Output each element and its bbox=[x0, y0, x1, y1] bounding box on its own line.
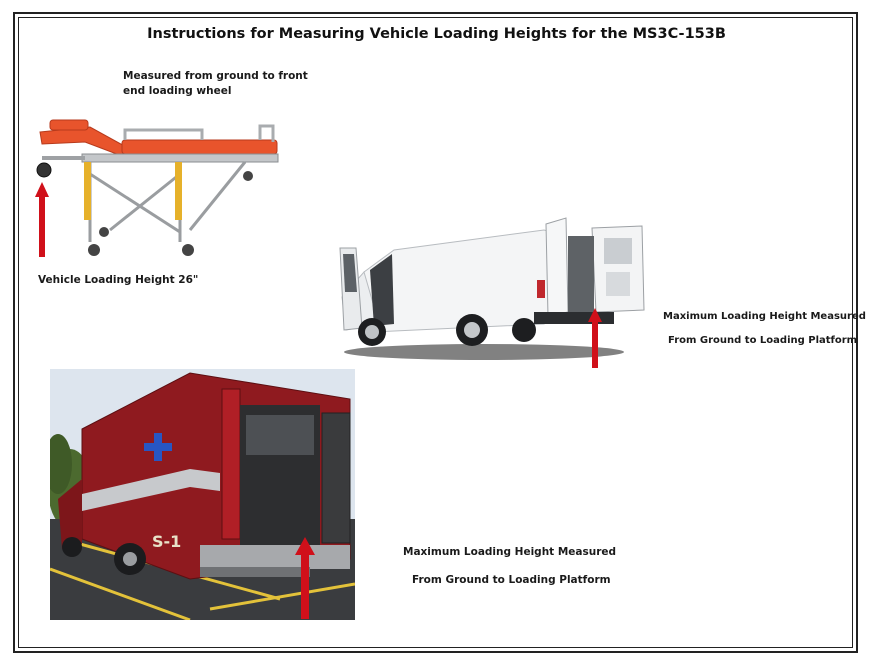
ambulance-cab bbox=[58, 479, 82, 549]
caster-wheel bbox=[243, 171, 253, 181]
van-cargo-area bbox=[568, 236, 594, 316]
front-loading-wheel bbox=[36, 162, 52, 178]
caster-wheel bbox=[88, 244, 100, 256]
van-wheel bbox=[512, 318, 536, 342]
van-tail-light bbox=[537, 280, 545, 298]
page-border-outer bbox=[13, 12, 858, 653]
ambulance-loading-height-arrow bbox=[295, 537, 315, 619]
ambulance-stripe bbox=[82, 469, 220, 511]
van-shadow bbox=[344, 344, 624, 360]
page-border-inner bbox=[18, 17, 853, 648]
unit-number: S-1 bbox=[152, 532, 181, 551]
stretcher-strap bbox=[175, 162, 182, 220]
ambulance-wheel bbox=[62, 537, 82, 557]
ambulance-image: S-1 bbox=[50, 369, 355, 620]
van-rear-door-left bbox=[545, 217, 569, 317]
ambulance-rear-door-left bbox=[221, 388, 241, 540]
document-title: Instructions for Measuring Vehicle Loadi… bbox=[147, 26, 726, 42]
loading-height-arrow bbox=[35, 182, 49, 257]
stretcher-frame bbox=[81, 153, 279, 163]
stretcher-side-rail bbox=[123, 128, 204, 140]
ambulance-rear-step bbox=[200, 545, 350, 569]
ambulance-caption-line1: Maximum Loading Height Measured bbox=[403, 546, 617, 558]
van-caption-line2: From Ground to Loading Platform bbox=[668, 335, 858, 346]
ambulance-caption-line2: From Ground to Loading Platform bbox=[412, 574, 611, 586]
measure-note-line1: Measured from ground to front bbox=[123, 70, 308, 82]
van-side-opening bbox=[370, 254, 394, 326]
star-of-life-icon bbox=[144, 433, 172, 461]
stretcher-backrest bbox=[39, 126, 129, 157]
stretcher-strap bbox=[84, 162, 91, 220]
ambulance-rear-door-right bbox=[321, 412, 351, 544]
tree bbox=[50, 434, 72, 494]
caster-wheel bbox=[182, 244, 194, 256]
stretcher-mattress bbox=[121, 139, 278, 155]
front-wheel-measure-note: Measured from ground to front end loadin… bbox=[123, 69, 323, 99]
stretcher-image bbox=[35, 119, 279, 257]
stretcher-legs bbox=[88, 161, 247, 242]
stretcher-end-rail bbox=[258, 124, 275, 142]
caster-wheel bbox=[99, 227, 109, 237]
cargo-van-image bbox=[339, 217, 645, 368]
measure-note-line2: end loading wheel bbox=[123, 85, 232, 97]
vehicle-loading-height-label: Vehicle Loading Height 26" bbox=[38, 274, 199, 286]
van-loading-height-arrow bbox=[588, 308, 602, 368]
stretcher-pillow bbox=[49, 119, 89, 131]
van-caption-line1: Maximum Loading Height Measured bbox=[663, 311, 866, 322]
van-rear-bumper bbox=[534, 312, 614, 324]
